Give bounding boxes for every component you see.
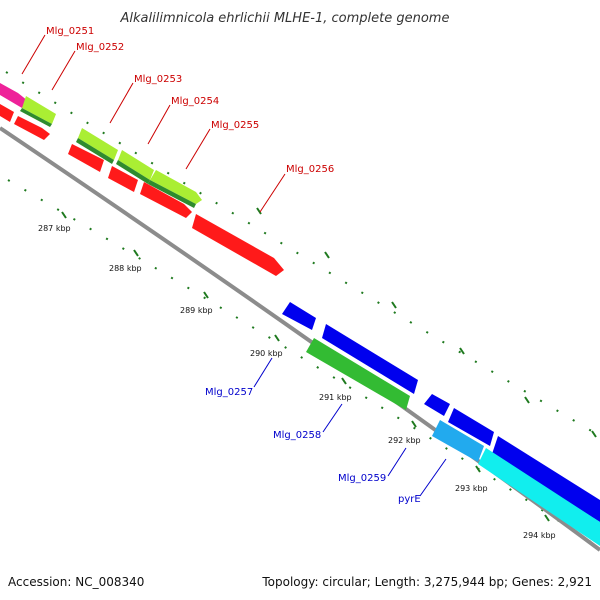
gene-label-reverse[interactable]: pyrE (398, 494, 421, 505)
tick-label: 291 kbp (319, 393, 352, 402)
gene-label-reverse[interactable]: Mlg_0257 (205, 387, 253, 398)
forward-gene-labels (21, 34, 286, 213)
gene-feature[interactable] (68, 144, 104, 172)
gene-feature[interactable] (0, 104, 14, 122)
major-ticks (61, 207, 597, 522)
gene-feature[interactable] (0, 83, 28, 108)
gene-feature[interactable] (478, 448, 600, 546)
gene-feature[interactable] (492, 436, 600, 522)
gene-feature[interactable] (150, 170, 202, 204)
gene-feature[interactable] (448, 408, 494, 446)
gene-feature[interactable] (20, 108, 52, 127)
gene-label-forward[interactable]: Mlg_0255 (211, 120, 259, 131)
map-title: Alkalilimnicola ehrlichii MLHE-1, comple… (120, 11, 450, 26)
gene-label-forward[interactable]: Mlg_0253 (134, 74, 182, 85)
forward-gene-label-text: Mlg_0251 Mlg_0252 Mlg_0253 Mlg_0254 Mlg_… (46, 26, 334, 175)
tick-label: 294 kbp (523, 531, 556, 540)
gene-feature[interactable] (322, 324, 418, 394)
gene-feature[interactable] (306, 338, 410, 410)
gene-feature[interactable] (118, 150, 154, 180)
gene-feature[interactable] (108, 166, 138, 192)
gene-feature[interactable] (116, 160, 150, 184)
gene-feature[interactable] (76, 138, 114, 164)
reverse-features-blue (282, 302, 600, 522)
gene-feature[interactable] (14, 116, 50, 140)
gene-feature[interactable] (22, 96, 56, 124)
accession-label: Accession: NC_008340 (8, 575, 144, 589)
topology-summary: Topology: circular; Length: 3,275,944 bp… (261, 575, 592, 589)
gene-label-forward[interactable]: Mlg_0252 (76, 42, 124, 53)
forward-features-inner (0, 104, 284, 276)
tick-label: 288 kbp (109, 264, 142, 273)
tick-label: 290 kbp (250, 349, 283, 358)
gene-label-reverse[interactable]: Mlg_0259 (338, 473, 386, 484)
tick-label: 293 kbp (455, 484, 488, 493)
gene-feature[interactable] (424, 394, 450, 416)
outer-dotted-ring (5, 71, 600, 549)
gene-feature[interactable] (78, 128, 118, 160)
gene-label-forward[interactable]: Mlg_0254 (171, 96, 219, 107)
genome-backbone (0, 126, 600, 552)
gene-label-forward[interactable]: Mlg_0256 (286, 164, 334, 175)
tick-label: 287 kbp (38, 224, 71, 233)
gene-label-forward[interactable]: Mlg_0251 (46, 26, 94, 37)
gene-feature[interactable] (148, 180, 196, 208)
tick-label: 289 kbp (180, 306, 213, 315)
reverse-features-outer (306, 338, 600, 546)
tick-labels: 287 kbp 288 kbp 289 kbp 290 kbp 291 kbp … (38, 224, 556, 540)
gene-feature[interactable] (192, 214, 284, 276)
gene-feature[interactable] (432, 420, 484, 462)
gene-feature[interactable] (140, 182, 192, 218)
gene-feature[interactable] (282, 302, 316, 330)
reverse-gene-label-text: Mlg_0257 Mlg_0258 Mlg_0259 pyrE (205, 387, 421, 505)
forward-features-outer (0, 83, 202, 208)
reverse-gene-labels (253, 357, 447, 497)
tick-label: 292 kbp (388, 436, 421, 445)
gene-label-reverse[interactable]: Mlg_0258 (273, 430, 321, 441)
